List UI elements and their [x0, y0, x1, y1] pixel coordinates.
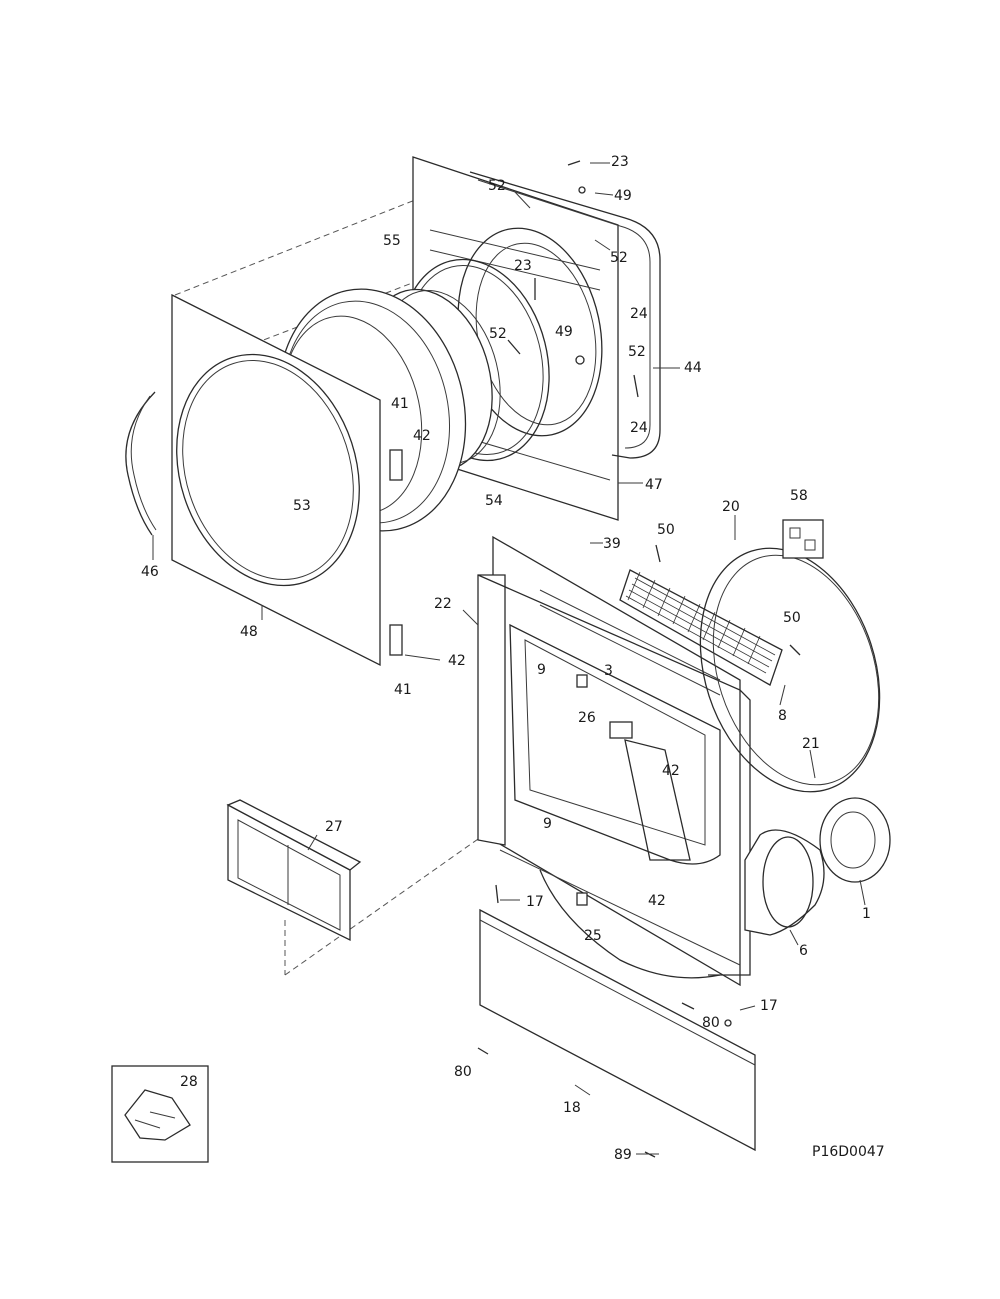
callout-55: 55 — [383, 233, 401, 249]
callout-24: 24 — [630, 420, 648, 436]
callout-17: 17 — [760, 998, 778, 1014]
callout-80: 80 — [702, 1015, 720, 1031]
callout-46: 46 — [141, 564, 159, 580]
callout-27: 27 — [325, 819, 343, 835]
callout-42: 42 — [413, 428, 431, 444]
callout-24: 24 — [630, 306, 648, 322]
blower-duct — [744, 829, 825, 936]
callout-42: 42 — [448, 653, 466, 669]
callout-42: 42 — [662, 763, 680, 779]
callout-6: 6 — [799, 943, 808, 959]
callout-49: 49 — [555, 324, 573, 340]
callout-20: 20 — [722, 499, 740, 515]
hinge-bracket-lower — [389, 624, 403, 656]
callout-23: 23 — [514, 258, 532, 274]
hinge-bracket-upper — [389, 449, 403, 481]
front-panel-sheet — [171, 293, 403, 667]
callout-26: 26 — [578, 710, 596, 726]
leader-lines — [152, 162, 866, 1155]
callout-9: 9 — [537, 662, 546, 678]
callout-18: 18 — [563, 1100, 581, 1116]
callout-58: 58 — [790, 488, 808, 504]
callout-48: 48 — [240, 624, 258, 640]
callout-50: 50 — [783, 610, 801, 626]
drum-belt — [699, 547, 881, 793]
callout-52: 52 — [489, 326, 507, 342]
callout-47: 47 — [645, 477, 663, 493]
callout-49: 49 — [614, 188, 632, 204]
callout-42: 42 — [648, 893, 666, 909]
callout-39: 39 — [603, 536, 621, 552]
callout-28: 28 — [180, 1074, 198, 1090]
callout-8: 8 — [778, 708, 787, 724]
callout-41: 41 — [391, 396, 409, 412]
callout-1: 1 — [862, 906, 871, 922]
door-switch — [782, 519, 824, 559]
callout-44: 44 — [684, 360, 702, 376]
callout-21: 21 — [802, 736, 820, 752]
door-seal — [125, 391, 157, 536]
callout-52: 52 — [628, 344, 646, 360]
drawing-id: P16D0047 — [812, 1144, 885, 1160]
callout-25: 25 — [584, 928, 602, 944]
callout-89: 89 — [614, 1147, 632, 1163]
callout-labels: 23 49 52 52 23 24 52 49 52 44 24 55 41 4… — [141, 154, 871, 1163]
duct-seal — [819, 797, 891, 883]
callout-3: 3 — [604, 663, 613, 679]
callout-53: 53 — [293, 498, 311, 514]
inset-part-28 — [111, 1065, 209, 1163]
callout-9: 9 — [543, 816, 552, 832]
callout-22: 22 — [434, 596, 452, 612]
callout-50: 50 — [657, 522, 675, 538]
callout-80: 80 — [454, 1064, 472, 1080]
kick-panel — [479, 908, 756, 1152]
callout-52: 52 — [488, 178, 506, 194]
callout-23: 23 — [611, 154, 629, 170]
hardware-screws — [477, 160, 801, 1158]
callout-52: 52 — [610, 250, 628, 266]
callout-54: 54 — [485, 493, 503, 509]
front-frame-assembly — [477, 535, 751, 987]
callout-41: 41 — [394, 682, 412, 698]
callout-17: 17 — [526, 894, 544, 910]
